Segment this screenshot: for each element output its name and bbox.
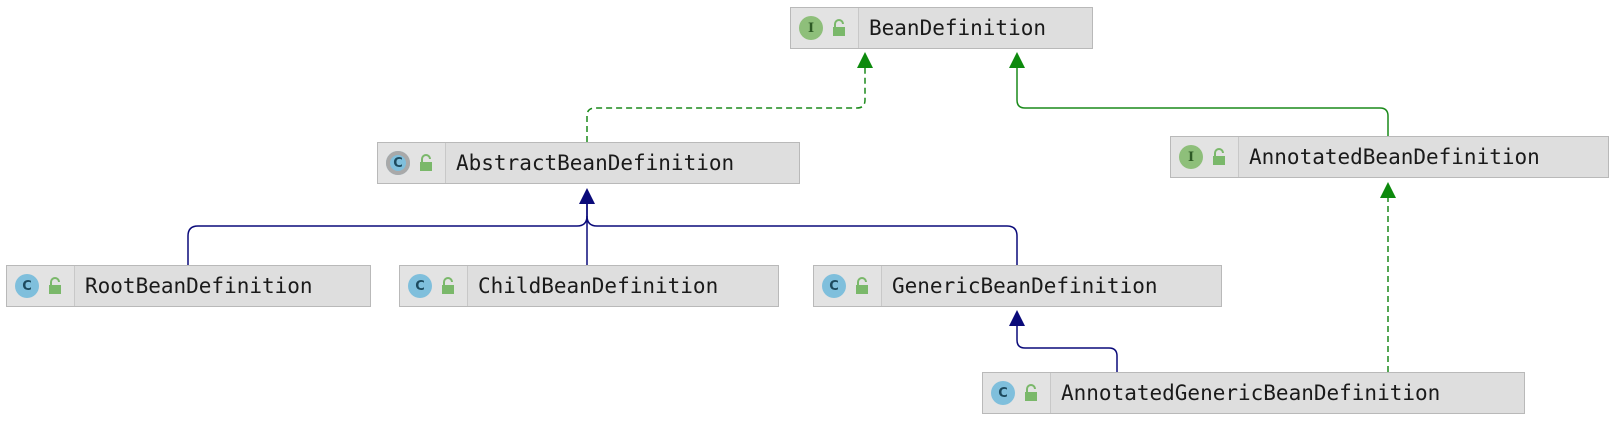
edge-generic-extends-abstract [586, 215, 1018, 265]
node-label: BeanDefinition [869, 16, 1047, 40]
public-lock-icon [442, 277, 454, 294]
edge-annotated-extends-beandefinition [1016, 66, 1389, 136]
public-lock-icon [1025, 384, 1037, 401]
arrowhead-beandefinition-left [857, 52, 873, 68]
node-icons: C [983, 373, 1051, 413]
node-root-bean-definition[interactable]: C RootBeanDefinition [6, 265, 371, 307]
public-lock-icon [49, 277, 61, 294]
node-icons: I [791, 8, 859, 48]
edge-abstract-implements-beandefinition [586, 66, 866, 142]
edge-annotatedgeneric-extends-generic [1016, 326, 1118, 372]
node-label: AbstractBeanDefinition [456, 151, 735, 175]
class-icon: C [408, 274, 432, 298]
node-label: GenericBeanDefinition [892, 274, 1158, 298]
arrowhead-generic [1009, 310, 1025, 326]
public-lock-icon [1213, 148, 1225, 165]
node-label: RootBeanDefinition [85, 274, 313, 298]
abstract-class-icon: C [386, 151, 410, 175]
node-icons: C [378, 143, 446, 183]
class-icon: C [15, 274, 39, 298]
node-abstract-bean-definition[interactable]: C AbstractBeanDefinition [377, 142, 800, 184]
public-lock-icon [420, 154, 432, 171]
node-label: AnnotatedGenericBeanDefinition [1061, 381, 1441, 405]
interface-icon: I [1179, 145, 1203, 169]
node-icons: C [7, 266, 75, 306]
public-lock-icon [856, 277, 868, 294]
arrowhead-abstract [579, 188, 595, 204]
interface-icon: I [799, 16, 823, 40]
node-icons: C [814, 266, 882, 306]
node-generic-bean-definition[interactable]: C GenericBeanDefinition [813, 265, 1222, 307]
node-child-bean-definition[interactable]: C ChildBeanDefinition [399, 265, 779, 307]
node-icons: C [400, 266, 468, 306]
class-icon: C [991, 381, 1015, 405]
class-icon: C [822, 274, 846, 298]
arrowhead-beandefinition-right [1009, 52, 1025, 68]
node-icons: I [1171, 137, 1239, 177]
node-label: ChildBeanDefinition [478, 274, 719, 298]
public-lock-icon [833, 19, 845, 36]
node-bean-definition[interactable]: I BeanDefinition [790, 7, 1093, 49]
node-annotated-bean-definition[interactable]: I AnnotatedBeanDefinition [1170, 136, 1609, 178]
arrowhead-annotated [1380, 182, 1396, 198]
edge-root-extends-abstract [187, 204, 588, 265]
node-annotated-generic-bean-definition[interactable]: C AnnotatedGenericBeanDefinition [982, 372, 1525, 414]
node-label: AnnotatedBeanDefinition [1249, 145, 1540, 169]
